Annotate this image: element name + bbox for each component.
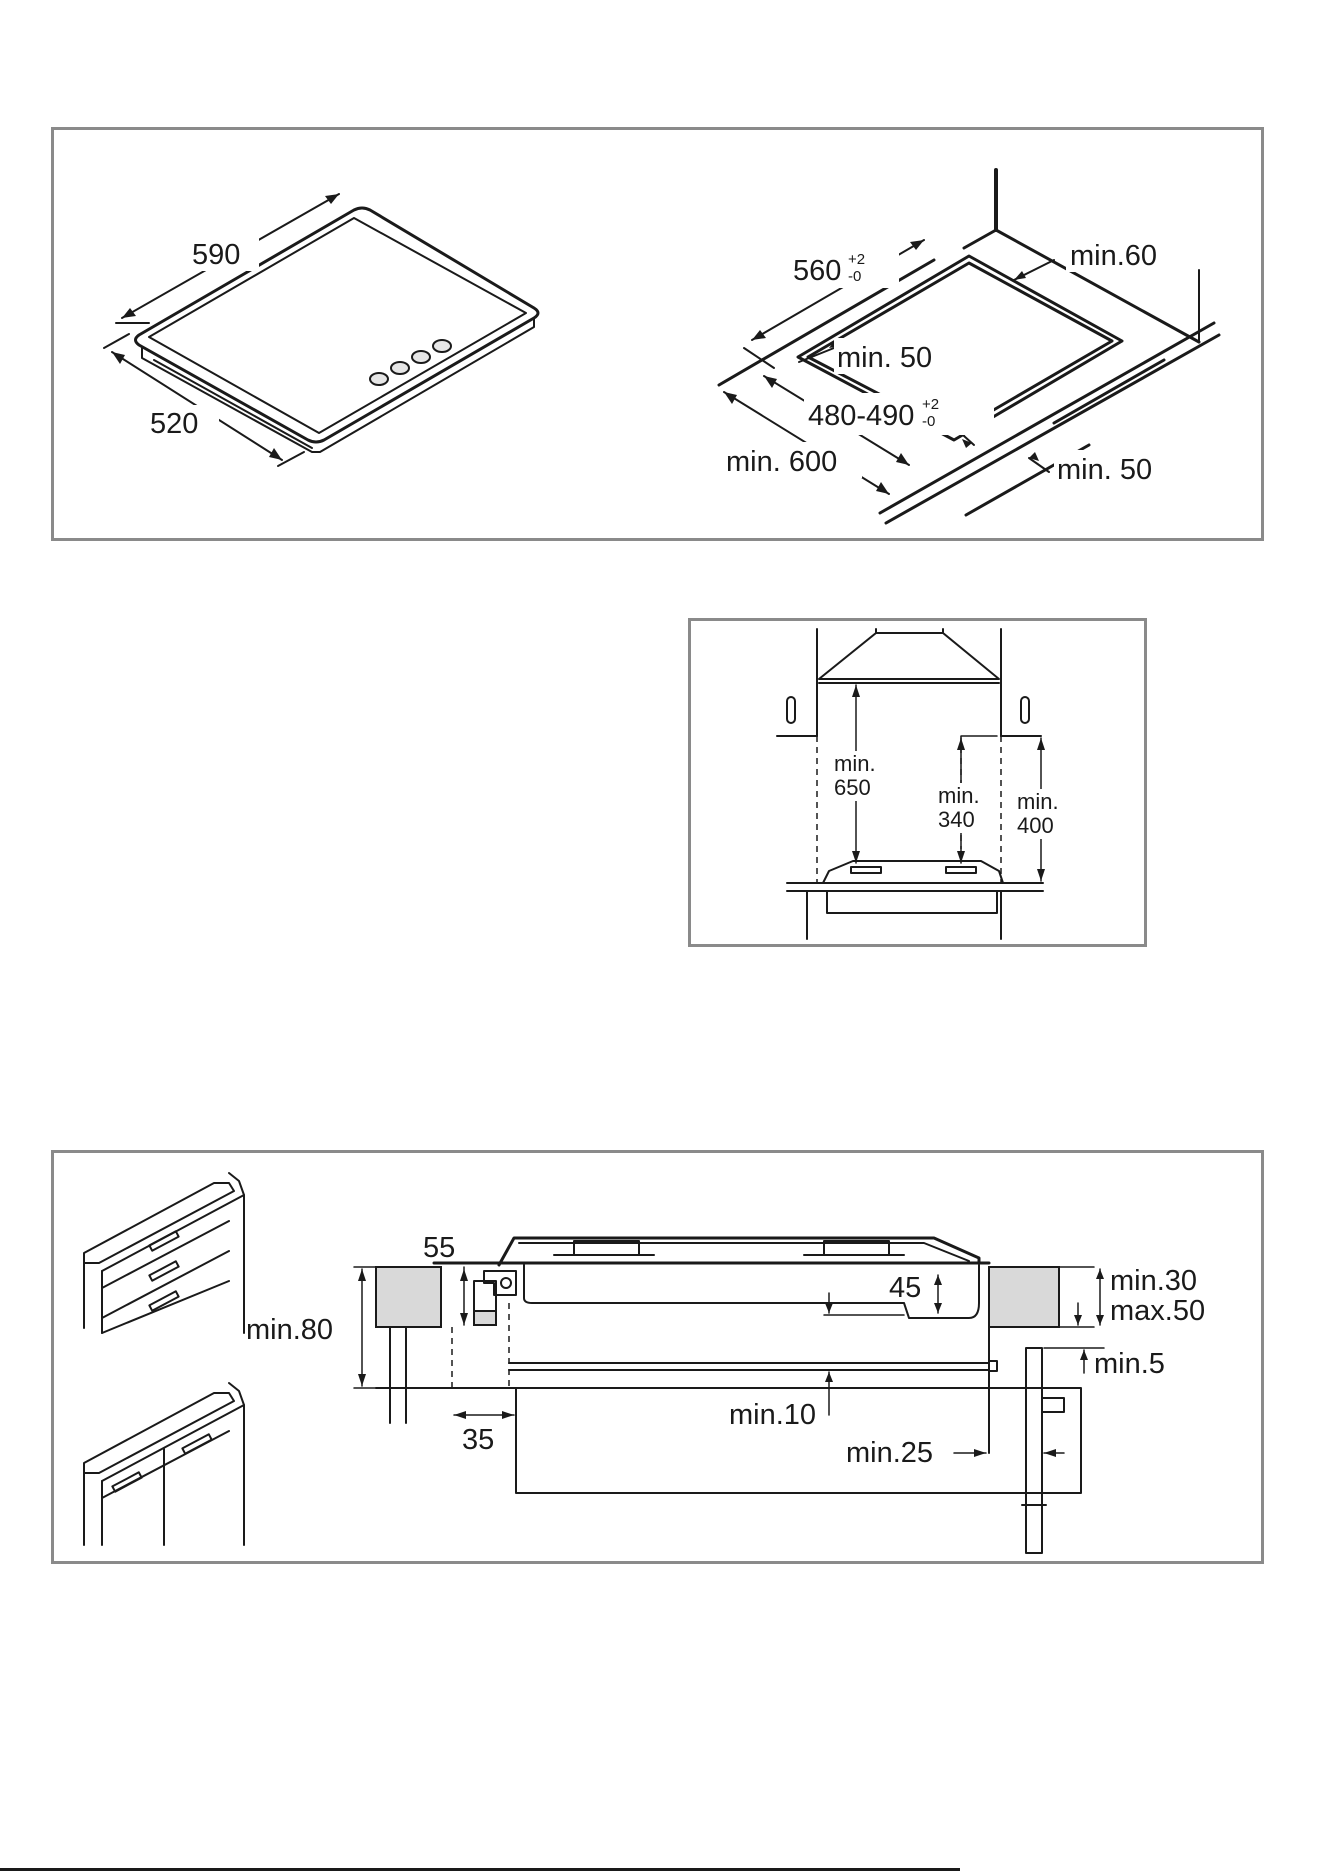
cutout-width-tol-plus: +2 bbox=[848, 251, 865, 268]
cutout-width-tol-minus: -0 bbox=[848, 268, 861, 285]
dim-55-label: 55 bbox=[423, 1232, 455, 1264]
page-bottom-rule bbox=[0, 1868, 960, 1871]
dim-35-label: 35 bbox=[462, 1424, 494, 1456]
installation-section-diagram: 55 min.80 45 min.30 max.50 min.5 35 min.… bbox=[54, 1153, 1261, 1561]
cutout-drawing: 560 +2 -0 min.60 min. 50 480-490 +2 -0 m… bbox=[719, 170, 1219, 523]
section-drawing: 55 min.80 45 min.30 max.50 min.5 35 min.… bbox=[246, 1232, 1205, 1553]
hob-dimensions-panel: 590 520 bbox=[51, 127, 1264, 541]
cutout-depth-label: 480-490 bbox=[808, 400, 914, 432]
hood-min-text: min. bbox=[834, 751, 876, 776]
cutout-depth-tol-minus: -0 bbox=[922, 413, 935, 430]
hob-dimensions-diagram: 590 520 bbox=[54, 130, 1261, 538]
dim-min30-label: min.30 bbox=[1110, 1265, 1197, 1297]
min-back-label: min.60 bbox=[1070, 240, 1157, 272]
cabinet-min-text: min. bbox=[938, 783, 980, 808]
min-worktop-label: min. 600 bbox=[726, 446, 837, 478]
cutout-depth-tol-plus: +2 bbox=[922, 396, 939, 413]
dim-min10-label: min.10 bbox=[729, 1399, 816, 1431]
hob-drawing: 590 520 bbox=[104, 194, 538, 466]
min-side-label: min. 50 bbox=[837, 342, 932, 374]
dim-45-label: 45 bbox=[889, 1272, 921, 1304]
installation-section-panel: 55 min.80 45 min.30 max.50 min.5 35 min.… bbox=[51, 1150, 1264, 1564]
cabinet-min-value: 340 bbox=[938, 807, 975, 832]
hood-min-value: 650 bbox=[834, 775, 871, 800]
side-min-value: 400 bbox=[1017, 813, 1054, 838]
hood-clearance-diagram: min. 650 min. 340 min. 400 bbox=[691, 621, 1144, 944]
hob-width-label: 590 bbox=[192, 239, 240, 271]
cabinet-doors-sketch bbox=[84, 1383, 244, 1545]
dim-min80-label: min.80 bbox=[246, 1314, 333, 1346]
min-front-label: min. 50 bbox=[1057, 454, 1152, 486]
hob-depth-label: 520 bbox=[150, 408, 198, 440]
hood-clearance-panel: min. 650 min. 340 min. 400 bbox=[688, 618, 1147, 947]
dim-max50-label: max.50 bbox=[1110, 1295, 1205, 1327]
dim-min5-label: min.5 bbox=[1094, 1348, 1165, 1380]
side-min-text: min. bbox=[1017, 789, 1059, 814]
dim-min25-label: min.25 bbox=[846, 1437, 933, 1469]
cabinet-drawers-sketch bbox=[84, 1173, 244, 1333]
cutout-width-label: 560 bbox=[793, 255, 841, 287]
